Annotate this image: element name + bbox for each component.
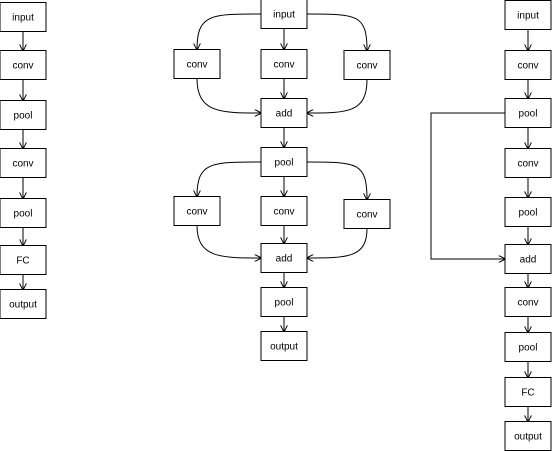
node-box bbox=[260, 243, 308, 273]
node-b-conv-r1: conv bbox=[343, 50, 391, 80]
node-box bbox=[0, 289, 47, 319]
node-c-conv1: conv bbox=[504, 50, 552, 80]
node-box bbox=[504, 148, 552, 178]
node-c-conv3: conv bbox=[504, 287, 552, 317]
node-b-conv-l1: conv bbox=[173, 49, 221, 79]
node-label: output bbox=[514, 432, 542, 443]
node-b-conv-r2: conv bbox=[343, 199, 391, 229]
node-c-pool2: pool bbox=[504, 197, 552, 227]
node-a-pool2: pool bbox=[0, 198, 47, 228]
node-box bbox=[504, 197, 552, 227]
node-box bbox=[343, 50, 391, 80]
node-c-input: input bbox=[504, 0, 552, 30]
node-label: conv bbox=[356, 61, 377, 72]
node-box bbox=[0, 198, 47, 228]
node-label: input bbox=[273, 10, 295, 21]
node-label: conv bbox=[356, 210, 377, 221]
node-box bbox=[260, 196, 308, 226]
node-box bbox=[260, 0, 308, 29]
node-b-add2: add bbox=[260, 243, 308, 273]
node-box bbox=[0, 148, 47, 178]
node-box bbox=[504, 421, 552, 451]
node-label: conv bbox=[12, 61, 33, 72]
node-box bbox=[0, 245, 47, 275]
node-label: conv bbox=[186, 60, 207, 71]
node-label: conv bbox=[517, 159, 538, 170]
node-box bbox=[0, 2, 47, 32]
node-b-conv-l2: conv bbox=[173, 196, 221, 226]
node-label: pool bbox=[14, 209, 33, 220]
node-box bbox=[260, 287, 308, 317]
node-label: input bbox=[517, 11, 539, 22]
node-label: conv bbox=[12, 159, 33, 170]
node-box bbox=[343, 199, 391, 229]
node-box bbox=[504, 332, 552, 362]
node-label: conv bbox=[273, 60, 294, 71]
node-label: FC bbox=[16, 256, 29, 267]
node-label: conv bbox=[273, 207, 294, 218]
edge-b-pool1-to-b-conv-r2 bbox=[306, 161, 367, 200]
node-label: add bbox=[276, 109, 293, 120]
node-a-input: input bbox=[0, 2, 47, 32]
edge-c-pool1-to-c-add bbox=[430, 112, 505, 259]
node-box bbox=[0, 100, 47, 130]
edge-b-conv-r2-to-b-add2 bbox=[307, 228, 368, 259]
node-label: output bbox=[270, 342, 298, 353]
node-label: pool bbox=[519, 208, 538, 219]
node-label: pool bbox=[275, 158, 294, 169]
node-b-output: output bbox=[260, 331, 308, 361]
node-b-conv-m2: conv bbox=[260, 196, 308, 226]
node-label: pool bbox=[519, 343, 538, 354]
node-b-input: input bbox=[260, 0, 308, 29]
node-label: FC bbox=[521, 388, 534, 399]
node-a-fc: FC bbox=[0, 245, 47, 275]
edge-b-input-to-b-conv-r1 bbox=[306, 13, 367, 51]
node-a-pool1: pool bbox=[0, 100, 47, 130]
node-a-conv2: conv bbox=[0, 148, 47, 178]
node-box bbox=[260, 49, 308, 79]
node-c-output: output bbox=[504, 421, 552, 451]
node-c-conv2: conv bbox=[504, 148, 552, 178]
node-label: output bbox=[9, 300, 37, 311]
node-label: conv bbox=[517, 61, 538, 72]
edge-b-input-to-b-conv-l1 bbox=[197, 13, 262, 50]
node-box bbox=[173, 49, 221, 79]
node-c-add: add bbox=[504, 244, 552, 274]
node-box bbox=[260, 98, 308, 128]
node-c-pool3: pool bbox=[504, 332, 552, 362]
node-b-add1: add bbox=[260, 98, 308, 128]
node-label: add bbox=[276, 254, 293, 265]
node-b-pool1: pool bbox=[260, 147, 308, 177]
edge-b-conv-l2-to-b-add2 bbox=[196, 225, 261, 259]
node-box bbox=[504, 0, 552, 30]
node-box bbox=[504, 50, 552, 80]
node-a-conv1: conv bbox=[0, 50, 47, 80]
node-box bbox=[260, 331, 308, 361]
node-b-pool2: pool bbox=[260, 287, 308, 317]
node-label: pool bbox=[519, 109, 538, 120]
node-label: add bbox=[520, 255, 537, 266]
node-box bbox=[504, 244, 552, 274]
node-c-pool1: pool bbox=[504, 98, 552, 128]
node-label: input bbox=[12, 13, 34, 24]
node-c-fc: FC bbox=[504, 377, 552, 407]
node-box bbox=[260, 147, 308, 177]
node-label: pool bbox=[14, 111, 33, 122]
edge-b-conv-r1-to-b-add1 bbox=[307, 79, 368, 114]
node-box bbox=[504, 98, 552, 128]
node-box bbox=[504, 377, 552, 407]
node-a-output: output bbox=[0, 289, 47, 319]
edge-b-conv-l1-to-b-add1 bbox=[196, 78, 261, 114]
edges bbox=[23, 13, 528, 422]
node-b-conv-m1: conv bbox=[260, 49, 308, 79]
node-label: conv bbox=[517, 298, 538, 309]
node-label: conv bbox=[186, 207, 207, 218]
node-box bbox=[504, 287, 552, 317]
node-box bbox=[0, 50, 47, 80]
edge-b-pool1-to-b-conv-l2 bbox=[197, 161, 262, 197]
node-label: pool bbox=[275, 298, 294, 309]
node-box bbox=[173, 196, 221, 226]
